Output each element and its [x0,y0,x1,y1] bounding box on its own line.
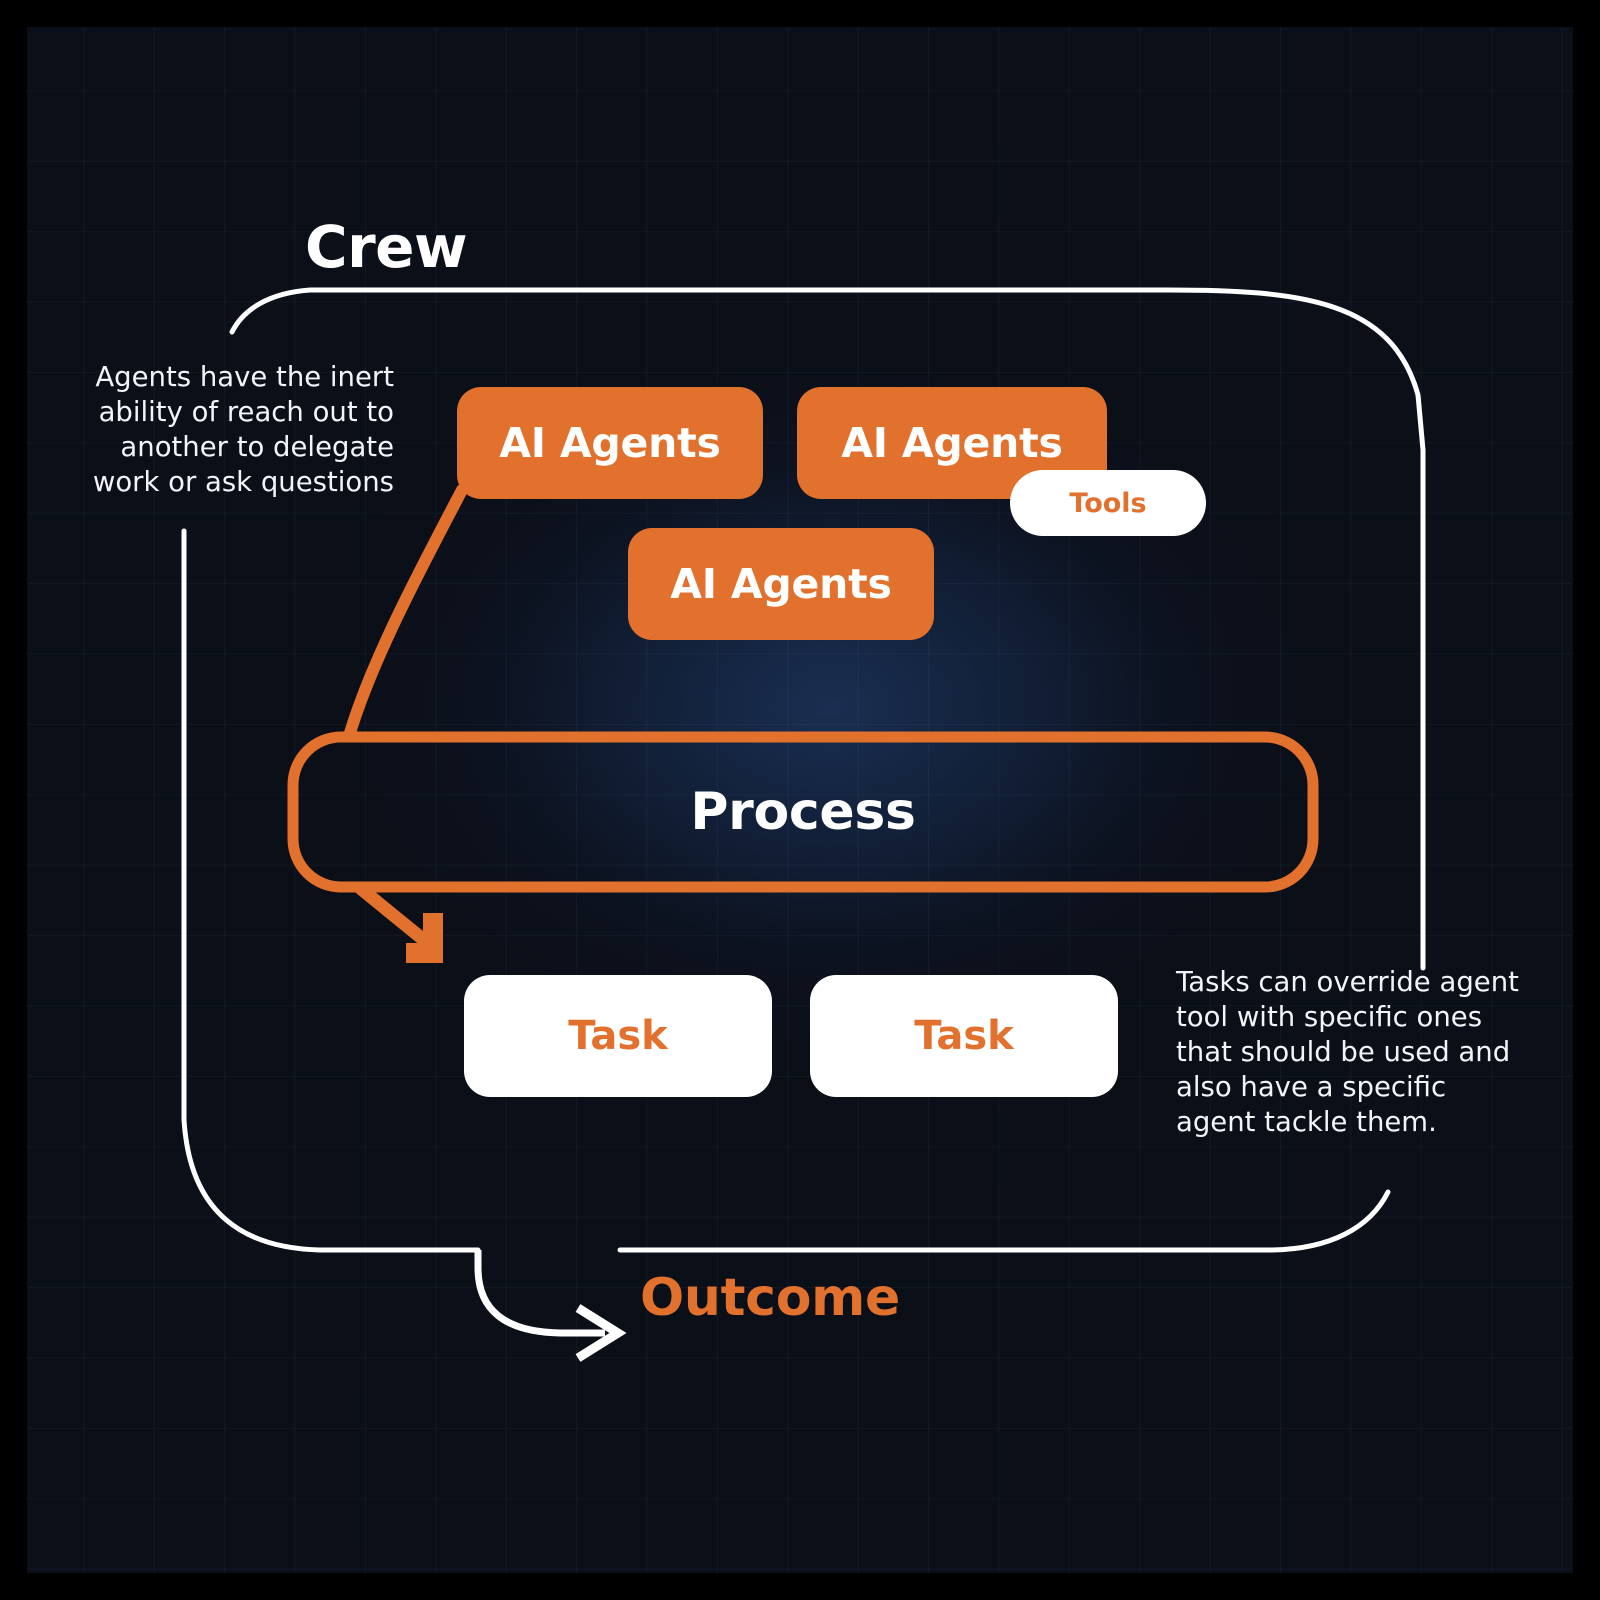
ai-agents-box-3[interactable]: AI Agents [628,528,934,640]
task-box-1[interactable]: Task [464,975,772,1097]
process-box-label: Process [690,782,916,842]
tools-pill[interactable]: Tools [1010,470,1206,536]
page-title: Crew [305,213,468,281]
outcome-label: Outcome [640,1268,900,1328]
task-box-2[interactable]: Task [810,975,1118,1097]
annotation-right: Tasks can override agent tool with speci… [1176,966,1519,1138]
annotation-left: Agents have the inert ability of reach o… [92,361,394,498]
ai-agents-box-1[interactable]: AI Agents [457,387,763,499]
